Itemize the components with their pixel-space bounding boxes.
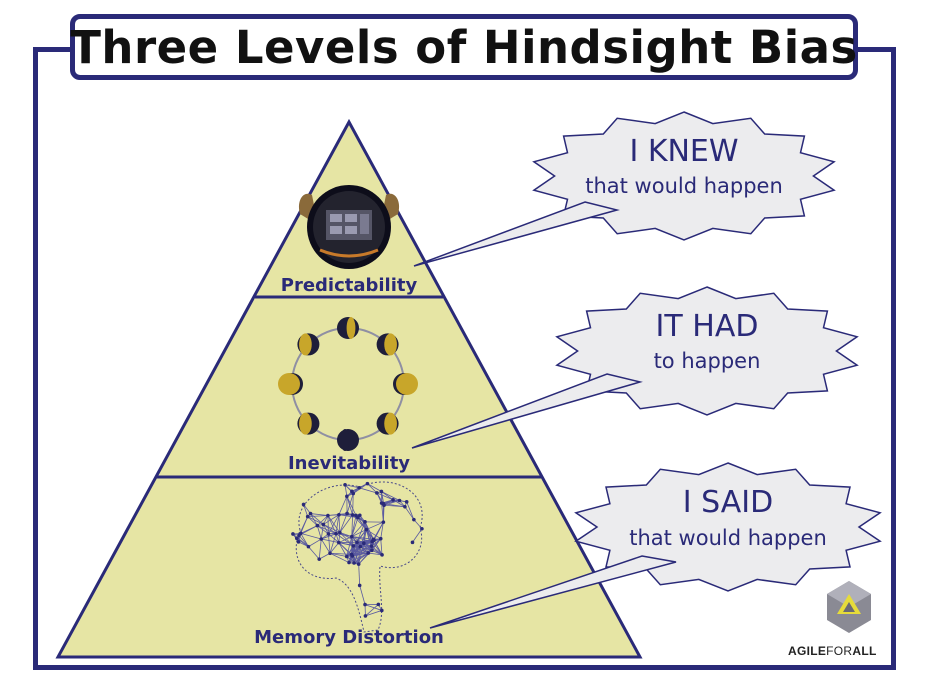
moon-phase-icon: [393, 373, 418, 395]
agile-for-all-logo-icon: [827, 581, 871, 633]
moon-phase-icon: [297, 333, 320, 356]
logo-word-all: ALL: [852, 644, 877, 658]
logo-word-for: FOR: [826, 644, 853, 658]
crystal-ball-icon: [298, 185, 400, 269]
speech-bubble-2: IT HAD to happen: [411, 286, 859, 449]
pyramid-shape: [55, 118, 643, 659]
bubble-main-text: IT HAD: [656, 309, 759, 344]
bubble-main-text: I KNEW: [629, 134, 738, 169]
moon-phase-icon: [337, 429, 359, 451]
speech-bubble-1: I KNEW that would happen: [413, 111, 836, 267]
level-label-inevitability: Inevitability: [288, 453, 410, 474]
moon-phase-icon: [337, 317, 359, 339]
level-label-predictability: Predictability: [281, 275, 418, 296]
pyramid: [55, 118, 643, 659]
title-box: Three Levels of Hindsight Bias: [70, 14, 858, 80]
moon-phase-icon: [376, 333, 399, 356]
level-label-memory-distortion: Memory Distortion: [254, 627, 444, 648]
moon-phases-icon: [278, 317, 418, 451]
bubble-sub-text: that would happen: [585, 174, 783, 198]
bubble-tail: [429, 555, 677, 629]
network-brain-icon: [291, 481, 424, 633]
page-title: Three Levels of Hindsight Bias: [70, 20, 858, 74]
logo-word-agile: AGILE: [788, 644, 827, 658]
logo-wordmark: AGILEFORALL: [788, 644, 877, 658]
moon-phase-icon: [376, 412, 399, 435]
moon-phase-icon: [297, 412, 320, 435]
bubble-tail: [411, 373, 643, 449]
bubble-sub-text: that would happen: [629, 526, 827, 550]
speech-bubble-3: I SAID that would happen: [429, 462, 882, 629]
bubble-tail: [413, 201, 620, 267]
moon-phase-icon: [278, 373, 303, 395]
bubble-sub-text: to happen: [654, 349, 761, 373]
bubble-main-text: I SAID: [683, 485, 773, 520]
